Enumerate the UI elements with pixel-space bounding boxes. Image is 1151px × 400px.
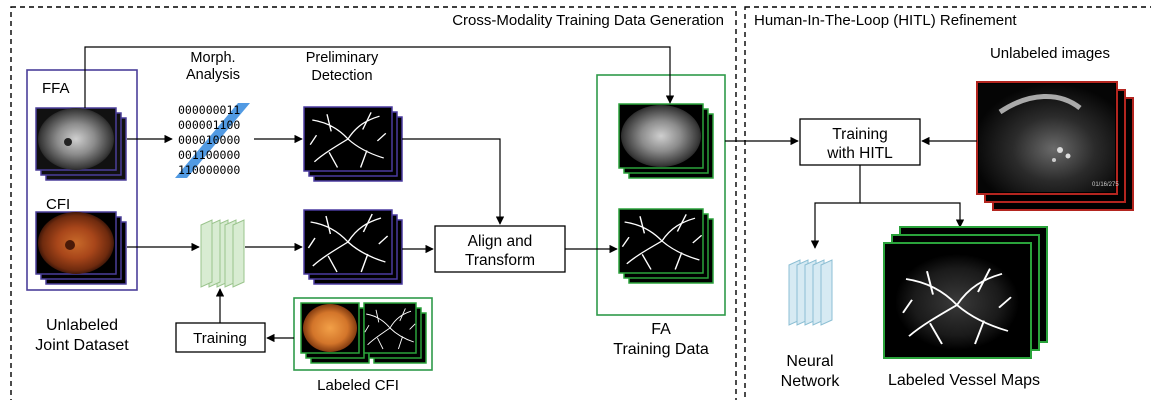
prelim-label-1: Preliminary [306, 50, 379, 66]
labeled-cfi-box [293, 297, 433, 371]
training-hitl-box [799, 118, 921, 166]
right-section-frame [744, 6, 1151, 400]
training-box [175, 322, 266, 353]
binary-row: 000010000 [178, 133, 240, 147]
fa-training-label-1: FA [651, 321, 671, 338]
binary-row: 110000000 [178, 163, 240, 177]
unlabeled-images-stack: 01/16/275 [976, 81, 1134, 211]
morph-stripe [175, 103, 250, 178]
unlabeled-images-label: Unlabeled images [990, 45, 1110, 62]
hitl-to-vessel-maps-arrow [860, 202, 965, 228]
preliminary-detection-stack [303, 106, 403, 182]
training-box-label: Training [193, 330, 247, 347]
prelim-to-align-arrow [402, 138, 505, 225]
labeled-cfi-image-stack [300, 302, 427, 364]
fa-training-data-box [596, 74, 726, 316]
training-hitl-label-1: Training [832, 126, 887, 143]
fa-vessel-stack [618, 208, 714, 284]
labeled-cfi-label: Labeled CFI [317, 377, 399, 394]
binary-matrix: 000000011 000001100 000010000 001100000 … [178, 103, 240, 177]
ffa-to-fa-arrow [84, 46, 675, 108]
morph-label-1: Morph. [190, 50, 235, 66]
ffa-image-stack [35, 107, 127, 181]
cfi-label: CFI [46, 196, 70, 213]
unlabeled-dataset-label-1: Unlabeled [46, 317, 118, 334]
fa-training-label-2: Training Data [613, 341, 709, 358]
align-transform-label-1: Align and [468, 233, 533, 250]
align-transform-box [434, 225, 566, 273]
neural-network-label-2: Network [781, 373, 841, 390]
fa-image-stack [618, 103, 714, 179]
hitl-to-network-arrow [810, 165, 861, 249]
training-hitl-label-2: with HITL [826, 145, 893, 162]
labeled-vessel-maps-stack [883, 226, 1048, 359]
ffa-label: FFA [42, 80, 70, 97]
unlabeled-dataset-box [26, 69, 138, 291]
right-section-title: Human-In-The-Loop (HITL) Refinement [754, 12, 1017, 29]
image-overlay-text: 01/16/275 [1092, 182, 1119, 188]
binary-row: 001100000 [178, 148, 240, 162]
labeled-vessel-maps-label: Labeled Vessel Maps [888, 372, 1040, 389]
neural-network-label-1: Neural [786, 353, 833, 370]
binary-row: 000000011 [178, 103, 240, 117]
cfi-vessel-stack [303, 209, 403, 285]
segmentation-network-icon [200, 219, 245, 288]
left-section-frame [10, 6, 737, 400]
unlabeled-dataset-label-2: Joint Dataset [35, 337, 129, 354]
neural-network-icon [788, 259, 833, 326]
prelim-label-2: Detection [311, 68, 372, 84]
morph-label-2: Analysis [186, 67, 240, 83]
binary-row: 000001100 [178, 118, 240, 132]
align-transform-label-2: Transform [465, 252, 535, 269]
left-section-title: Cross-Modality Training Data Generation [452, 12, 724, 29]
cfi-image-stack [35, 211, 127, 285]
